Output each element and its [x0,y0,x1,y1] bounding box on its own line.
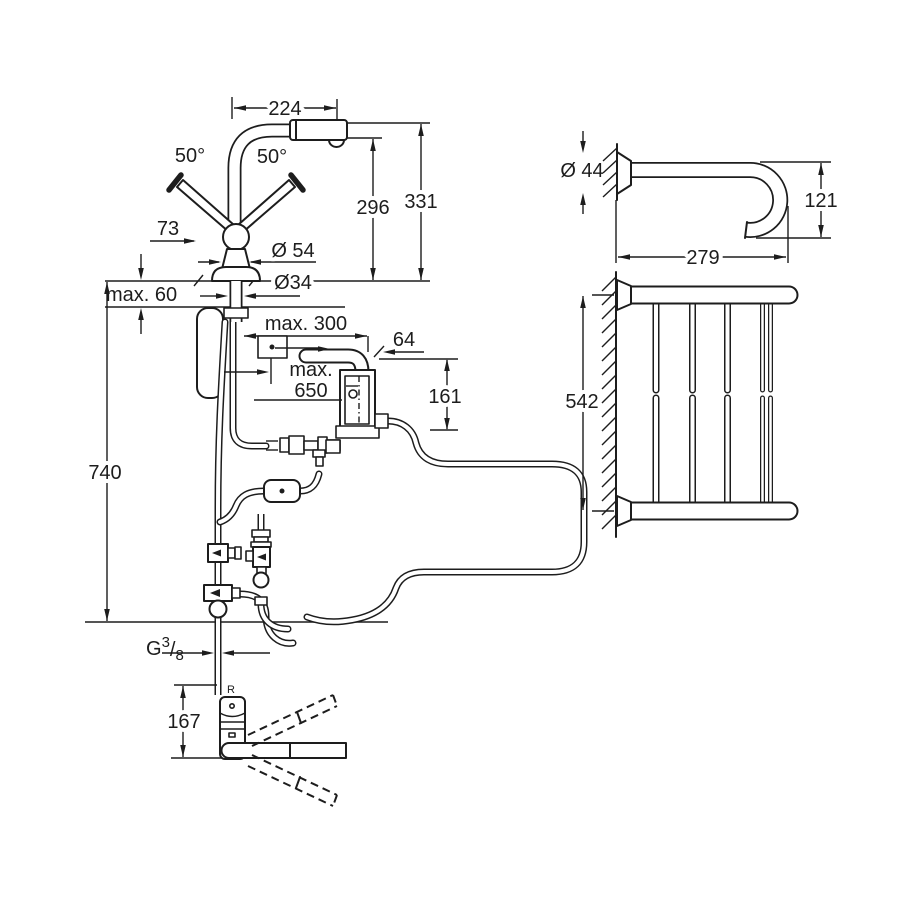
holder-arms [616,279,799,527]
top-flange [616,279,632,311]
dim-hook-height: 121 [756,161,842,239]
dim-label-g38: G3/8 [146,634,184,664]
dim-label-o54: Ø 54 [271,240,314,262]
view-holder-front: 542 [561,271,799,538]
dim-total-height: 331 [347,122,442,280]
regulator-mark: R [227,684,235,696]
dim-label-max650-l1: max. [289,359,332,381]
dim-label-121: 121 [804,190,837,212]
dim-flange-diameter: Ø 44 [560,131,604,214]
control-box [298,348,389,454]
holder-rails [652,298,773,509]
faucet-body [211,248,261,322]
dim-label-50-left: 50° [175,145,205,167]
spout [227,119,348,263]
dim-below-counter: 740 [84,282,126,621]
dim-label-max60: max. 60 [106,284,177,306]
dim-label-73: 73 [157,218,179,240]
dim-reach: 279 [615,200,789,273]
mixer-ball [222,223,250,251]
escutcheon [211,266,261,282]
mounting-nut [223,307,249,319]
spray-outlet [328,139,345,148]
dim-label-161: 161 [428,386,461,408]
dim-label-279: 279 [686,247,719,269]
holder-hook [616,151,789,239]
dim-outlet-height: 296 [347,137,394,280]
dim-label-224: 224 [268,98,301,120]
dim-lever: 73 [150,218,196,244]
dim-label-296: 296 [356,197,389,219]
dim-shank-diameter: Ø34 [200,268,316,299]
spout-top-view [220,742,347,759]
dim-label-max650-l2: 650 [294,380,327,402]
dim-hose-length: max. 650 [224,335,342,402]
dim-base-height: 167 [163,684,242,759]
dim-counter-thickness: max. 60 [102,254,181,334]
view-faucet-top: 167 R [163,684,347,807]
dim-thread: G3/8 [146,634,270,664]
spout-swivel-positions [247,694,338,807]
dim-body-diameter: Ø 54 [198,236,319,266]
dim-label-max300: max. 300 [265,313,347,335]
dim-box-height: 161 [379,358,466,431]
dim-mount-spacing: 542 [561,294,614,512]
view-holder-side: Ø 44 121 279 [560,131,842,273]
pullout-spray-head [289,119,348,141]
dim-label-64: 64 [393,329,415,351]
dim-box-depth: 64 [373,329,424,358]
dim-swivel-angles: 50° 50° [175,145,287,168]
wall-section-front [601,271,617,538]
dim-label-50-right: 50° [257,146,287,168]
dim-label-331: 331 [404,191,437,213]
hoses [214,318,588,695]
dim-label-o34: Ø34 [274,272,312,294]
supply-valves [203,514,272,619]
dim-label-167: 167 [167,711,200,733]
wall-flange [616,151,632,195]
dim-label-o44: Ø 44 [560,160,603,182]
dim-spout-reach: 224 [231,94,338,124]
dim-label-542: 542 [565,391,598,413]
wall-section-side [602,143,618,201]
view-faucet-side: 224 50° 50° 73 Ø 54 Ø34 [84,94,588,695]
bottom-flange [616,495,632,527]
dim-label-740: 740 [88,462,121,484]
lever-handles [166,172,306,251]
